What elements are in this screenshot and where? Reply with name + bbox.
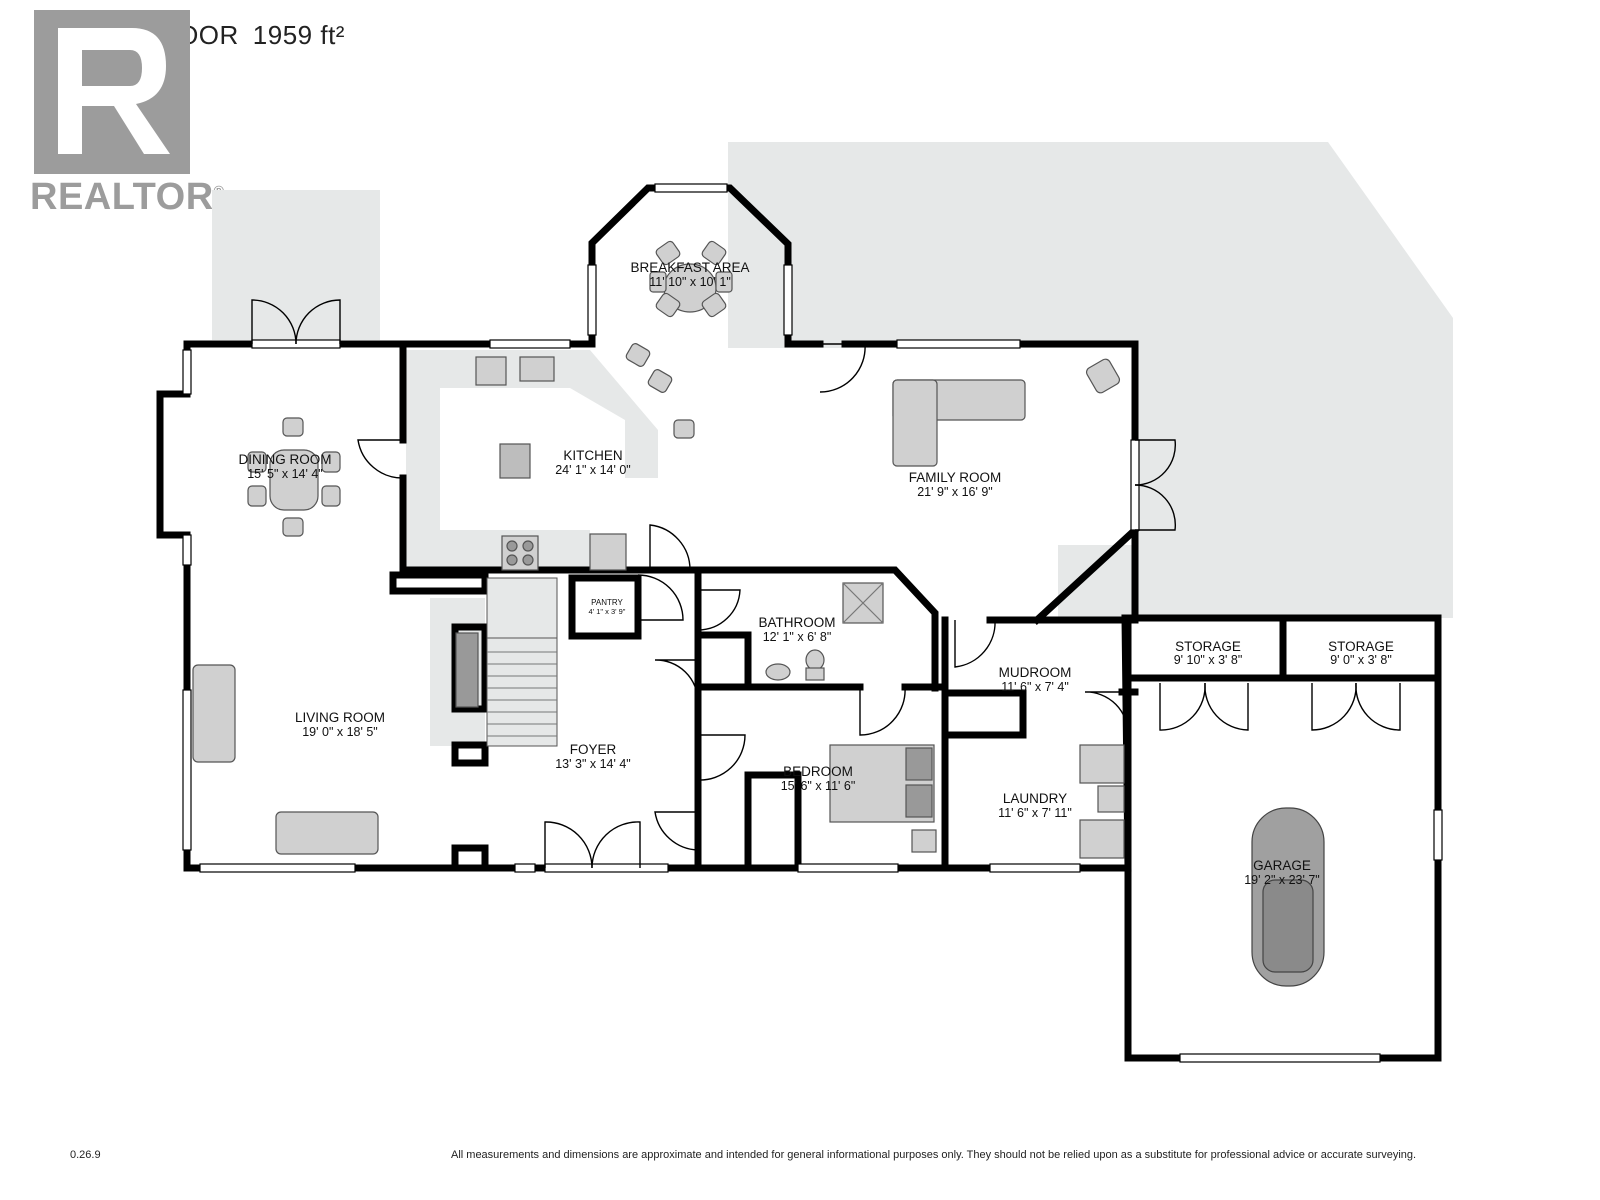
room-name-kitchen: KITCHEN — [563, 448, 622, 463]
room-name-mudroom: MUDROOM — [999, 665, 1072, 680]
room-dims-living: 19' 0" x 18' 5" — [302, 725, 378, 739]
room-dims-bedroom: 15' 6" x 11' 6" — [781, 779, 856, 793]
version-label: 0.26.9 — [70, 1149, 101, 1161]
room-dims-dining: 15' 5" x 14' 4" — [247, 467, 323, 481]
room-labels: BREAKFAST AREA 11' 10" x 10' 1" DINING R… — [239, 260, 1394, 887]
room-name-foyer: FOYER — [570, 742, 617, 757]
room-dims-laundry: 11' 6" x 7' 11" — [998, 806, 1072, 820]
realtor-logo — [34, 10, 190, 174]
stairs — [486, 577, 558, 747]
room-dims-mudroom: 11' 6" x 7' 4" — [1001, 680, 1069, 694]
room-name-storage-1: STORAGE — [1175, 639, 1241, 654]
room-name-living: LIVING ROOM — [295, 710, 385, 725]
floor-area: 1959 ft² — [252, 20, 345, 50]
room-name-pantry: PANTRY — [591, 598, 623, 607]
room-name-bathroom: BATHROOM — [759, 615, 836, 630]
doors — [251, 299, 1401, 869]
room-dims-storage-2: 9' 0" x 3' 8" — [1330, 653, 1392, 667]
realtor-wordmark: REALTOR® — [30, 176, 224, 218]
room-dims-foyer: 13' 3" x 14' 4" — [555, 757, 631, 771]
room-name-laundry: LAUNDRY — [1003, 791, 1067, 806]
room-dims-bathroom: 12' 1" x 6' 8" — [763, 630, 832, 644]
room-name-breakfast: BREAKFAST AREA — [630, 260, 749, 275]
walls — [156, 184, 1442, 1062]
room-name-storage-2: STORAGE — [1328, 639, 1394, 654]
room-name-family: FAMILY ROOM — [909, 470, 1002, 485]
fixtures — [192, 240, 1325, 987]
room-name-garage: GARAGE — [1253, 858, 1311, 873]
room-name-dining: DINING ROOM — [239, 452, 332, 467]
room-dims-kitchen: 24' 1" x 14' 0" — [555, 463, 631, 477]
room-name-bedroom: BEDROOM — [783, 764, 853, 779]
exterior-areas — [212, 142, 1453, 618]
room-dims-breakfast: 11' 10" x 10' 1" — [649, 275, 731, 289]
room-dims-pantry: 4' 1" x 3' 9" — [589, 607, 626, 616]
room-dims-garage: 19' 2" x 23' 7" — [1244, 873, 1320, 887]
disclaimer-text: All measurements and dimensions are appr… — [451, 1149, 1417, 1161]
room-dims-storage-1: 9' 10" x 3' 8" — [1174, 653, 1243, 667]
room-dims-family: 21' 9" x 16' 9" — [917, 485, 993, 499]
